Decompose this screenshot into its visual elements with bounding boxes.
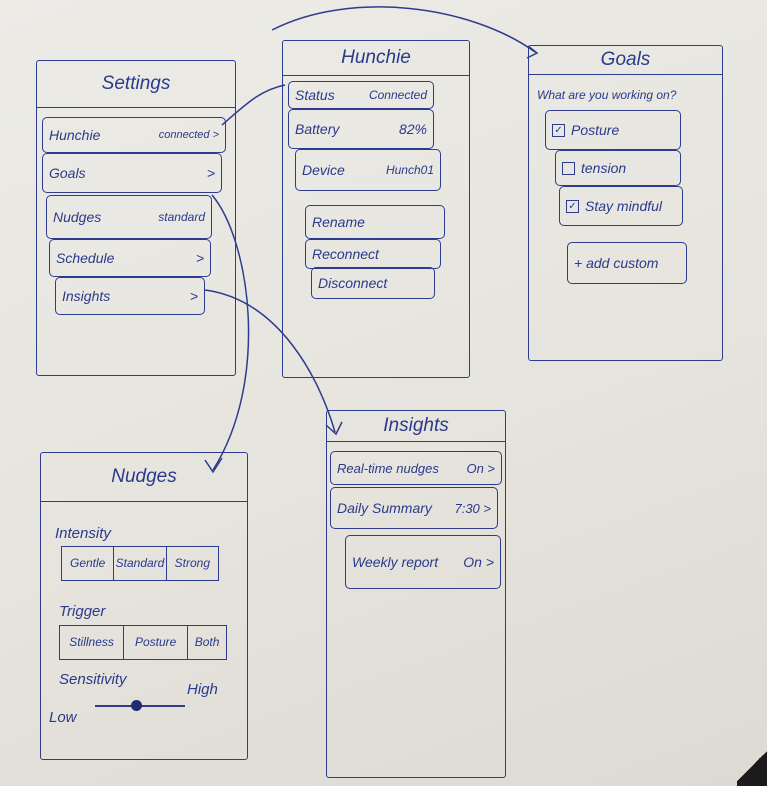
button-label: Reconnect [312,246,379,262]
goals-screen: Goals What are you working on? ✓Posture … [528,45,723,361]
nudges-title: Nudges [41,453,247,502]
row-label: Real-time nudges [337,460,439,476]
intensity-strong[interactable]: Strong [174,556,210,570]
row-value: 7:30 > [454,500,491,516]
option-label: Stay mindful [585,198,663,214]
row-label: Battery [295,121,340,137]
sensitivity-slider[interactable] [95,700,185,711]
button-label: Disconnect [318,275,388,291]
goals-title: Goals [529,46,722,75]
row-label: Goals [49,165,86,181]
button-label: + add custom [574,255,659,271]
checkbox-checked-icon[interactable]: ✓ [552,123,565,137]
row-label: Weekly report [352,554,439,570]
trigger-label: Trigger [59,603,106,620]
settings-row-nudges[interactable]: Nudges standard [46,195,212,239]
goal-option-tension[interactable]: tension [555,150,681,186]
insights-screen: Insights Real-time nudges On > Daily Sum… [326,410,506,778]
hunchie-device-row: Device Hunch01 [295,149,441,191]
insights-row-realtime[interactable]: Real-time nudges On > [330,451,502,485]
option-label: tension [581,160,627,176]
checkbox-checked-icon[interactable]: ✓ [566,199,579,213]
nudges-screen: Nudges Intensity Gentle Standard Strong … [40,452,248,760]
trigger-both[interactable]: Both [194,635,220,649]
row-label: Hunchie [49,127,101,143]
insights-title: Insights [327,411,505,442]
row-value: connected > [158,129,219,141]
checkbox-icon[interactable] [562,161,575,175]
goal-option-posture[interactable]: ✓ Posture [545,110,681,150]
chevron-right-icon: > [206,165,215,181]
insights-row-daily-summary[interactable]: Daily Summary 7:30 > [330,487,498,529]
row-label: Nudges [53,209,102,225]
reconnect-button[interactable]: Reconnect [305,239,441,269]
disconnect-button[interactable]: Disconnect [311,267,435,299]
hunchie-screen: Hunchie Status Connected Battery 82% Dev… [282,40,470,378]
goals-question: What are you working on? [537,88,677,102]
chevron-right-icon: > [189,288,198,304]
trigger-posture[interactable]: Posture [124,626,189,659]
row-label: Daily Summary [337,500,432,516]
row-label: Status [295,87,335,103]
table-edge [737,746,767,786]
row-value: 82% [398,121,427,137]
trigger-segmented-control[interactable]: Stillness Posture Both [59,625,227,660]
intensity-segmented-control[interactable]: Gentle Standard Strong [61,546,219,581]
intensity-label: Intensity [55,525,111,542]
row-label: Device [302,162,345,178]
intensity-standard[interactable]: Standard [114,547,167,580]
settings-row-insights[interactable]: Insights > [55,277,205,315]
rename-button[interactable]: Rename [305,205,445,239]
settings-title: Settings [37,61,235,108]
settings-screen: Settings Hunchie connected > Goals > Nud… [36,60,236,376]
button-label: Rename [312,214,365,230]
row-label: Insights [62,288,111,304]
row-value: Hunch01 [385,163,434,177]
settings-row-goals[interactable]: Goals > [42,153,222,193]
goal-option-stay-mindful[interactable]: ✓ Stay mindful [559,186,683,226]
sensitivity-high-label: High [187,681,218,698]
hunchie-battery-row: Battery 82% [288,109,434,149]
hunchie-title: Hunchie [283,41,469,76]
row-value: On > [466,460,495,476]
sensitivity-low-label: Low [49,709,77,726]
sensitivity-label: Sensitivity [59,671,127,688]
row-value: On > [463,554,494,570]
row-value: Connected [368,88,427,102]
add-custom-button[interactable]: + add custom [567,242,687,284]
row-value: standard [158,210,205,224]
hunchie-status-row: Status Connected [288,81,434,109]
option-label: Posture [571,122,620,138]
trigger-stillness[interactable]: Stillness [60,626,125,659]
chevron-right-icon: > [195,250,204,266]
insights-row-weekly-report[interactable]: Weekly report On > [345,535,501,589]
settings-row-schedule[interactable]: Schedule > [49,239,211,277]
slider-thumb[interactable] [130,700,142,711]
row-label: Schedule [56,250,115,266]
intensity-gentle[interactable]: Gentle [62,547,115,580]
settings-row-hunchie[interactable]: Hunchie connected > [42,117,226,153]
